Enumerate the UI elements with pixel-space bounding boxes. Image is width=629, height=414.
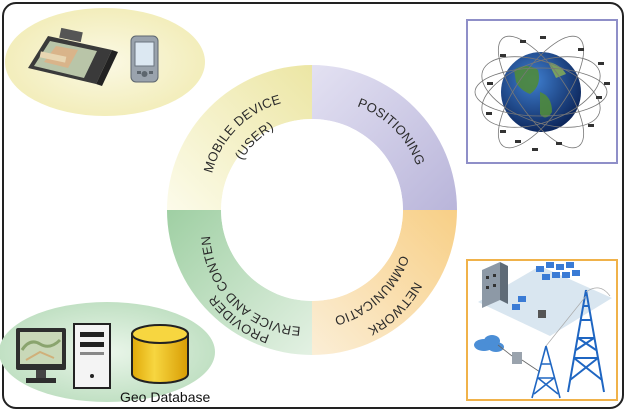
cell-tower-small-icon xyxy=(531,345,561,399)
mobile-device-group xyxy=(5,8,205,116)
database-cylinder-icon xyxy=(131,324,189,384)
lbs-ring xyxy=(167,65,457,355)
positioning-segment xyxy=(312,65,457,210)
computer-monitor-icon xyxy=(16,328,66,383)
network-floor xyxy=(478,266,612,336)
geo-database-label: Geo Database xyxy=(120,389,210,405)
router-icon xyxy=(538,310,546,318)
network-panel xyxy=(466,259,618,401)
tablet-icon xyxy=(28,27,118,86)
cell-blocks-icon xyxy=(512,262,580,310)
mobile-segment xyxy=(167,65,312,210)
satellite-icons xyxy=(486,36,610,151)
service-group: Geo Database xyxy=(0,302,215,405)
server-tower-icon xyxy=(73,323,111,389)
server-box-icon xyxy=(512,352,522,364)
cloud-icon xyxy=(474,335,504,352)
pda-icon xyxy=(130,35,159,83)
satellite-globe-panel xyxy=(466,19,618,164)
cell-tower-large-icon xyxy=(567,289,605,393)
communication-segment xyxy=(312,210,457,355)
building-icon xyxy=(482,262,508,308)
service-segment xyxy=(167,210,312,355)
